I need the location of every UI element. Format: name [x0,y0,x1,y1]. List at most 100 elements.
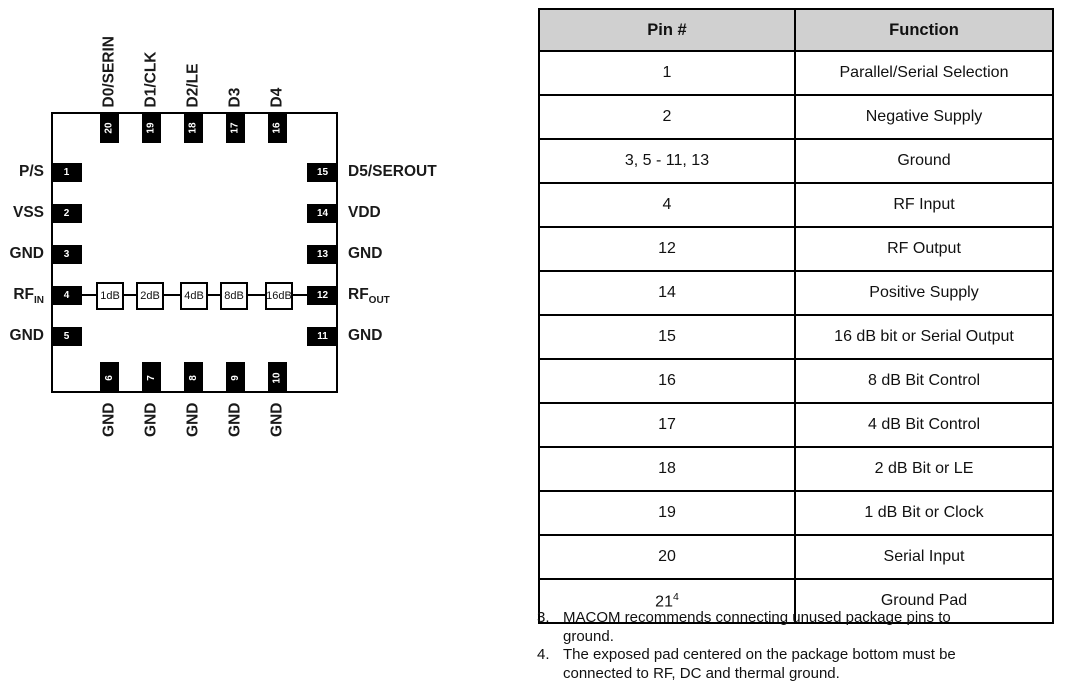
pin-number-cell: 20 [538,534,796,580]
pin-number: 2 [63,207,70,219]
attenuator-box-4db: 4dB [180,282,208,310]
pin-number: 3 [63,248,70,260]
pin-function-cell: Positive Supply [794,270,1054,316]
attenuator-box-16db: 16dB [265,282,293,310]
footnote-text: The exposed pad centered on the package … [563,646,956,682]
pin-label-gnd-13: GND [348,245,383,262]
pin-number: 17 [229,121,241,134]
pin-pad-13: 13 [307,245,338,264]
pin-function-cell: 2 dB Bit or LE [794,446,1054,492]
pin-pad-6: 6 [100,362,119,393]
pin-label-gnd-6: GND [100,402,118,437]
pin-number-header: Pin # [538,8,796,52]
pin-number: 15 [316,166,329,178]
pin-pad-19: 19 [142,112,161,143]
pin-label-gnd-10: GND [268,402,286,437]
pin-number: 7 [145,374,157,381]
pin-number: 4 [63,289,70,301]
pin-number-cell: 2 [538,94,796,140]
pin-number: 12 [316,289,329,301]
pin-pad-5: 5 [51,327,82,346]
pin-function-cell: Ground Pad [794,578,1054,624]
pin-number-cell: 1 [538,50,796,96]
footnote-3: 3. MACOM recommends connecting unused pa… [537,609,1002,646]
pin-function-cell: Negative Supply [794,94,1054,140]
attenuator-box-1db: 1dB [96,282,124,310]
pin-label-d5-serout: D5/SEROUT [348,163,437,180]
pin-label-gnd-7: GND [142,402,160,437]
pin-function-cell: 8 dB Bit Control [794,358,1054,404]
pin-function-cell: RF Input [794,182,1054,228]
pin-pad-14: 14 [307,204,338,223]
pin-label-rfin: RFIN [13,286,44,307]
pin-number-cell: 18 [538,446,796,492]
pin-label-vdd: VDD [348,204,381,221]
pin-number: 18 [187,121,199,134]
pin-number: 10 [271,371,283,384]
package-outline [51,112,338,393]
pin-label-gnd-11: GND [348,327,383,344]
pin-number: 16 [271,121,283,134]
pin-number: 11 [317,330,328,342]
pin-number: 14 [316,207,329,219]
pin-pad-12: 12 [307,286,338,305]
table-row: 214 Ground Pad [538,578,1054,624]
pin-number: 13 [316,248,329,260]
table-header-row: Pin # Function [538,8,1054,52]
pin-label-gnd-9: GND [226,402,244,437]
attenuator-box-8db: 8dB [220,282,248,310]
pin-pad-16: 16 [268,112,287,143]
pin-number-cell: 12 [538,226,796,272]
pin-number: 19 [145,121,157,134]
footnote-number: 4. [537,646,550,663]
pin-number-cell: 14 [538,270,796,316]
pin-pad-3: 3 [51,245,82,264]
footnote-text: MACOM recommends connecting unused packa… [563,609,951,645]
pin-pad-8: 8 [184,362,203,393]
pin-function-cell: 4 dB Bit Control [794,402,1054,448]
pin-function-cell: 16 dB bit or Serial Output [794,314,1054,360]
pin-pad-2: 2 [51,204,82,223]
pin-function-header: Function [794,8,1054,52]
pin-number-cell: 17 [538,402,796,448]
pin-function-cell: Ground [794,138,1054,184]
pin-number: 8 [187,374,199,381]
pin-label-d3: D3 [226,87,244,108]
pin-pad-7: 7 [142,362,161,393]
pin-pad-15: 15 [307,163,338,182]
footnote-4: 4. The exposed pad centered on the packa… [537,646,1002,683]
footnote-number: 3. [537,609,550,626]
pin-label-gnd-8: GND [184,402,202,437]
pin-pad-17: 17 [226,112,245,143]
footnote-superscript: 4 [672,590,679,603]
pin-label-gnd-5: GND [9,327,44,344]
pin-label-d1-clk: D1/CLK [142,51,160,108]
pin-number: 20 [103,121,115,134]
pin-label-vss: VSS [12,204,44,221]
pin-pad-11: 11 [307,327,338,346]
pin-label-d0-serin: D0/SERIN [100,36,118,108]
pin-pad-1: 1 [51,163,82,182]
pin-function-cell: 1 dB Bit or Clock [794,490,1054,536]
pin-pad-4: 4 [51,286,82,305]
pin-number-cell: 3, 5 - 11, 13 [538,138,796,184]
pin-number-cell: 15 [538,314,796,360]
pin-number: 9 [229,374,241,381]
pin-function-cell: Serial Input [794,534,1054,580]
pin-label-gnd-3: GND [9,245,44,262]
pin-label-rfout: RFOUT [348,286,390,307]
pin-pad-18: 18 [184,112,203,143]
